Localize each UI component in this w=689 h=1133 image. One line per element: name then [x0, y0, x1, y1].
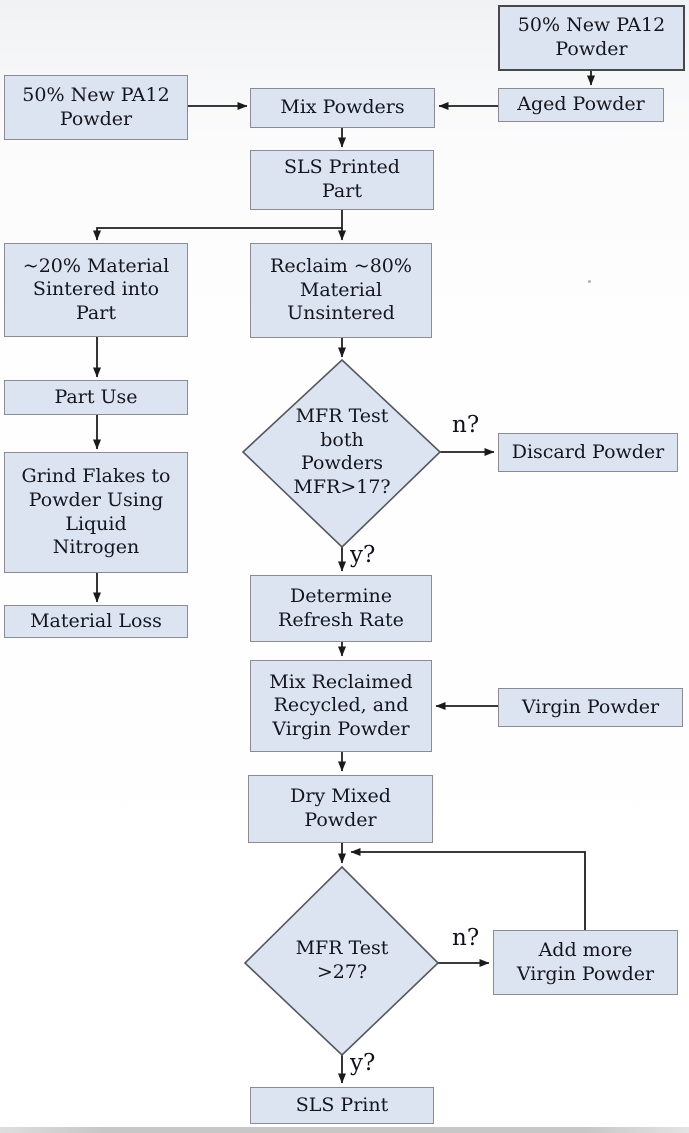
decision-diamond-mfr17: [241, 358, 442, 549]
node-determine-refresh-rate: Determine Refresh Rate: [250, 575, 432, 642]
node-grind-flakes: Grind Flakes to Powder Using Liquid Nitr…: [4, 452, 188, 573]
connector-slsprinted-sintered: [93, 210, 343, 241]
node-material-sintered-into-part: ~20% Material Sintered into Part: [4, 243, 188, 337]
branch-label-yes-2: y?: [350, 1050, 376, 1076]
decision-label-mfr-test-27: MFR Test >27?: [295, 937, 389, 983]
node-aged-powder: Aged Powder: [498, 88, 664, 122]
node-virgin-powder: Virgin Powder: [498, 688, 683, 727]
scan-speck: [588, 280, 591, 283]
node-sls-print: SLS Print: [250, 1087, 434, 1124]
node-material-loss: Material Loss: [4, 605, 188, 638]
node-part-use: Part Use: [4, 380, 188, 415]
node-dry-mixed-powder: Dry Mixed Powder: [248, 775, 433, 843]
branch-label-yes-1: y?: [350, 542, 376, 568]
node-sls-printed-part: SLS Printed Part: [250, 150, 434, 210]
bottom-edge-strip: [0, 1127, 689, 1133]
node-reclaim-material-unsintered: Reclaim ~80% Material Unsintered: [250, 243, 432, 338]
node-mix-powders: Mix Powders: [250, 88, 435, 128]
decision-diamond-mfr27: [243, 865, 440, 1057]
node-new-pa12-powder-right: 50% New PA12 Powder: [498, 5, 685, 71]
branch-label-no-1: n?: [452, 412, 480, 438]
node-discard-powder: Discard Powder: [498, 433, 678, 472]
decision-label-mfr-test-both: MFR Test both Powders MFR>17?: [293, 405, 391, 498]
node-add-more-virgin-powder: Add more Virgin Powder: [493, 930, 678, 995]
node-new-pa12-powder-left: 50% New PA12 Powder: [4, 75, 188, 140]
node-mix-reclaimed-recycled-virgin: Mix Reclaimed Recycled, and Virgin Powde…: [250, 660, 432, 752]
connector-addvirgin-feedback: [350, 848, 586, 930]
branch-label-no-2: n?: [452, 925, 480, 951]
